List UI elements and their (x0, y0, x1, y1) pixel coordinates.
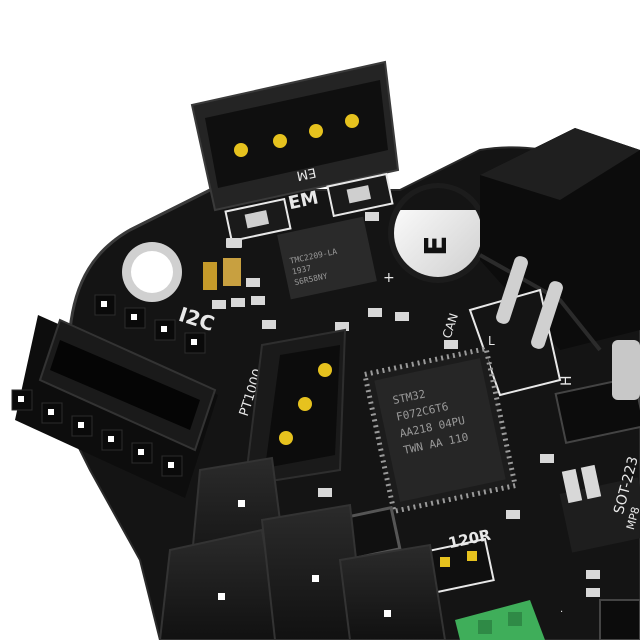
gold-pin (298, 397, 312, 411)
sot-code-label: MP8 (624, 505, 640, 531)
pin (496, 256, 528, 324)
gold-pin (345, 114, 359, 128)
pin (531, 281, 563, 349)
h-label: H (559, 375, 575, 386)
connector-pin-dots (218, 500, 391, 617)
gold-pin (273, 134, 287, 148)
cap-e-label: E (419, 236, 454, 257)
gold-pin (279, 431, 293, 445)
mcu-chip: STM32 F072C6T6 AA218 04PU TWN AA 110 (361, 345, 519, 515)
endstop-connector-right (326, 172, 394, 218)
gold-pin (318, 363, 332, 377)
electrolytic-capacitor (388, 183, 488, 283)
endstop-connector-left (224, 197, 292, 243)
board-edge-highlight (68, 188, 211, 331)
small-ic (599, 599, 640, 640)
pin-header-tips (18, 301, 197, 468)
gold-pin (234, 143, 248, 157)
stepper-driver-ic: TMC2209-LA 1937 S6R58NY (277, 216, 377, 300)
i2c-header (15, 315, 218, 498)
dot-label: . (560, 604, 563, 615)
l-label: L (488, 334, 495, 348)
bottom-connectors (158, 456, 447, 640)
fan-connector (479, 128, 640, 352)
button-cap (612, 340, 640, 400)
driver-line2: 1937 (291, 264, 312, 277)
em-mirror-label: EM (295, 164, 317, 183)
3pin-connector (243, 328, 347, 487)
top-4pin-connector (190, 60, 400, 212)
mounting-hole (131, 251, 173, 293)
cap-plus-label: + (383, 270, 395, 286)
green-terminal-block (455, 600, 545, 640)
gold-pin (309, 124, 323, 138)
